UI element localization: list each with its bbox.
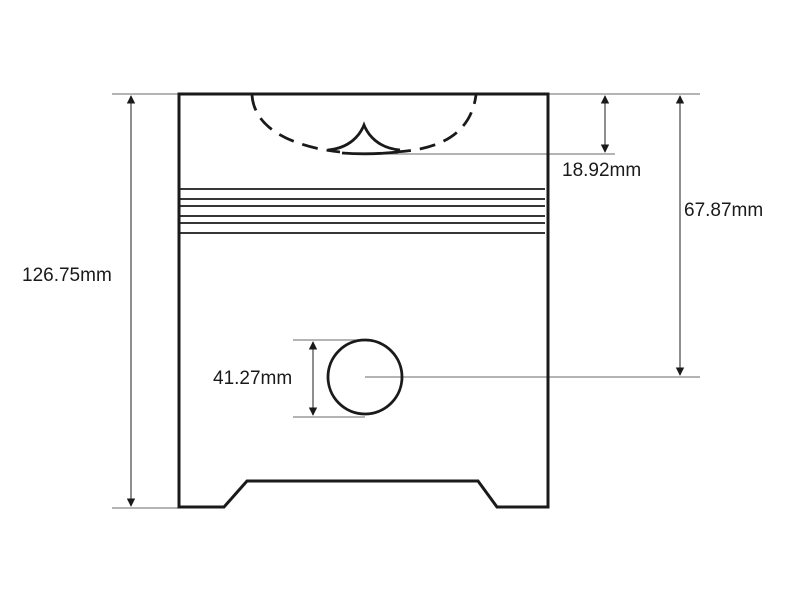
compression-height-label: 67.87mm — [684, 200, 764, 221]
bowl-depth-label: 18.92mm — [562, 160, 642, 181]
extension-lines — [112, 93, 700, 509]
dimension-arrows — [126, 95, 685, 507]
pin-bore — [326, 338, 404, 416]
piston-outline — [177, 92, 550, 509]
ring-grooves — [179, 188, 545, 234]
total-height-label: 126.75mm — [22, 265, 112, 286]
combustion-bowl — [250, 94, 478, 156]
pin-diameter-label: 41.27mm — [213, 368, 293, 389]
